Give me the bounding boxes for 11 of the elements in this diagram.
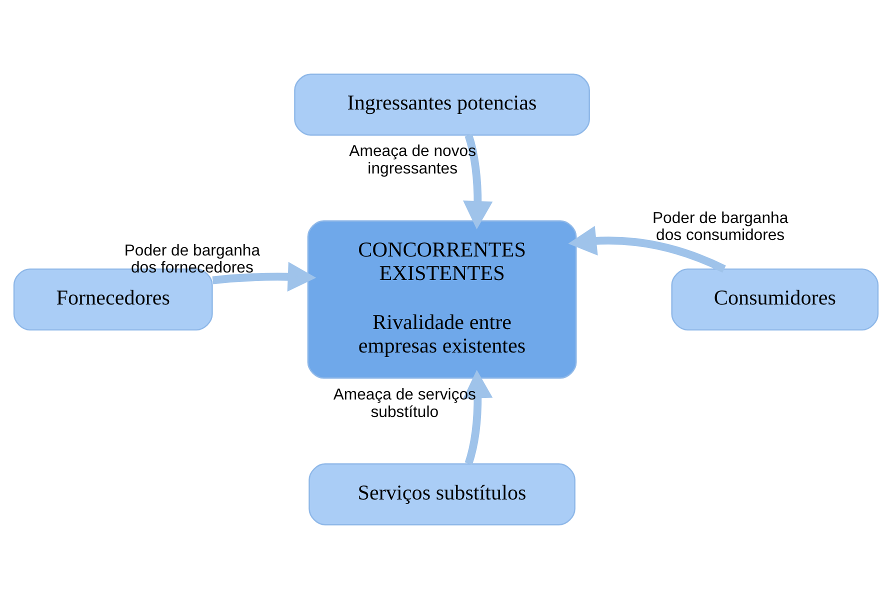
arrow [462,369,493,464]
node-box: Consumidores [671,268,879,330]
arrow [212,261,316,292]
node-box: Ingressantes potencias [294,73,590,136]
edge-label: Ameaça de serviços substítulo [333,386,476,420]
arrow [568,225,726,272]
edge-label: Ameaça de novos ingressantes [349,142,476,177]
node-box: CONCORRENTES EXISTENTES Rivalidade entre empresas existentes [307,220,577,378]
arrow [462,134,493,229]
edge-label: Poder de barganha dos consumidores [652,209,788,244]
node-box: Serviços substítulos [308,462,576,525]
